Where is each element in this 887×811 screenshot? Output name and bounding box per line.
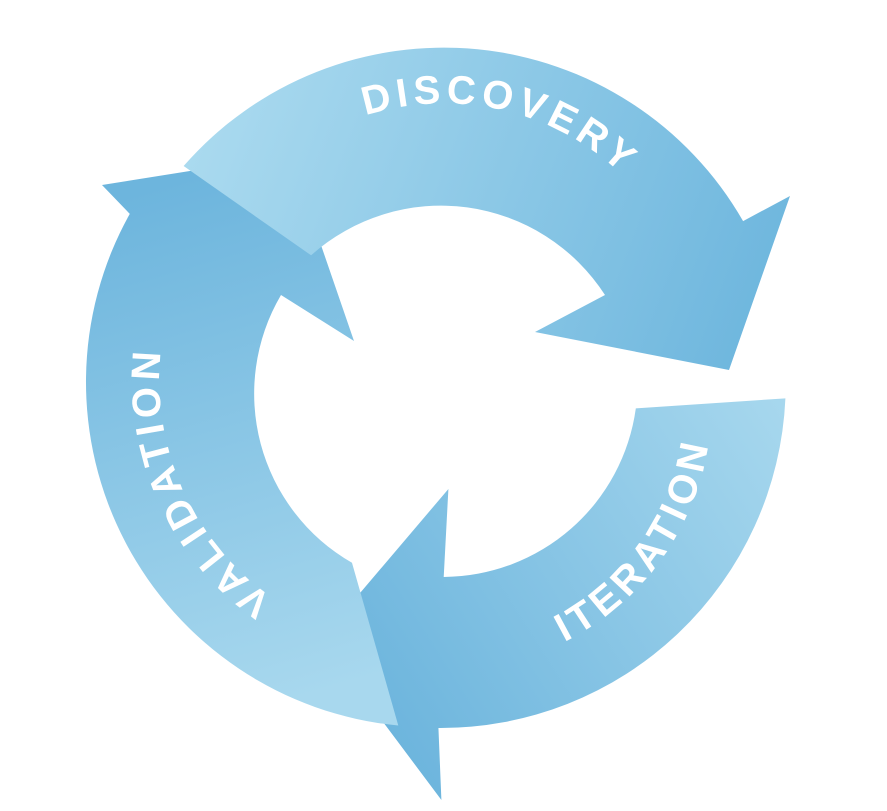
arrow-discovery — [183, 47, 790, 370]
arrow-iteration — [321, 398, 786, 800]
arrow-validation — [85, 155, 399, 726]
